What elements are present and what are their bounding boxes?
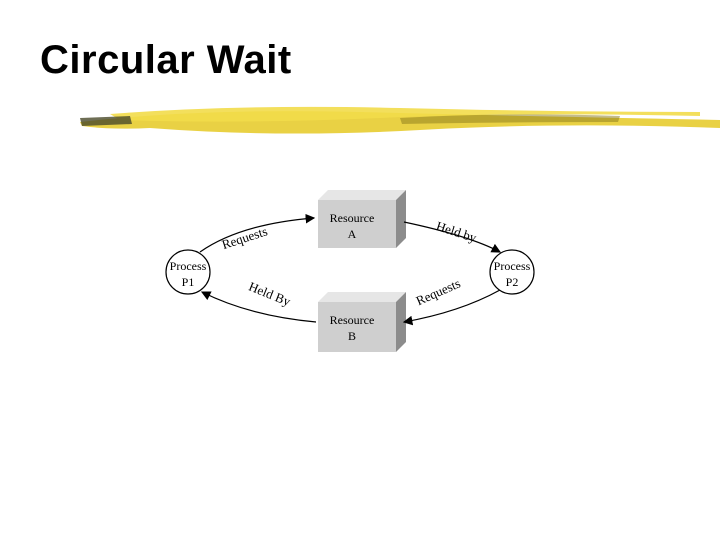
label-a-held-by-p2: Held by [434,218,479,245]
label-b-held-by-p1: Held By [247,279,294,309]
title-brush-underline [80,107,720,134]
resource-a-box: Resource A [318,190,406,248]
resource-a-label-line2: A [348,227,357,241]
resource-b-box: Resource B [318,292,406,352]
resource-a-label-line1: Resource [330,211,375,225]
process-p2-label-line1: Process [494,259,531,273]
process-p1-node: Process P1 [166,250,210,294]
process-p1-label-line2: P1 [182,275,195,289]
label-p2-requests-b: Requests [414,275,463,308]
resource-b-label-line1: Resource [330,313,375,327]
process-p2-node: Process P2 [490,250,534,294]
resource-b-label-line2: B [348,329,356,343]
label-p1-requests-a: Requests [220,223,269,252]
process-p2-label-line2: P2 [506,275,519,289]
process-p1-label-line1: Process [170,259,207,273]
